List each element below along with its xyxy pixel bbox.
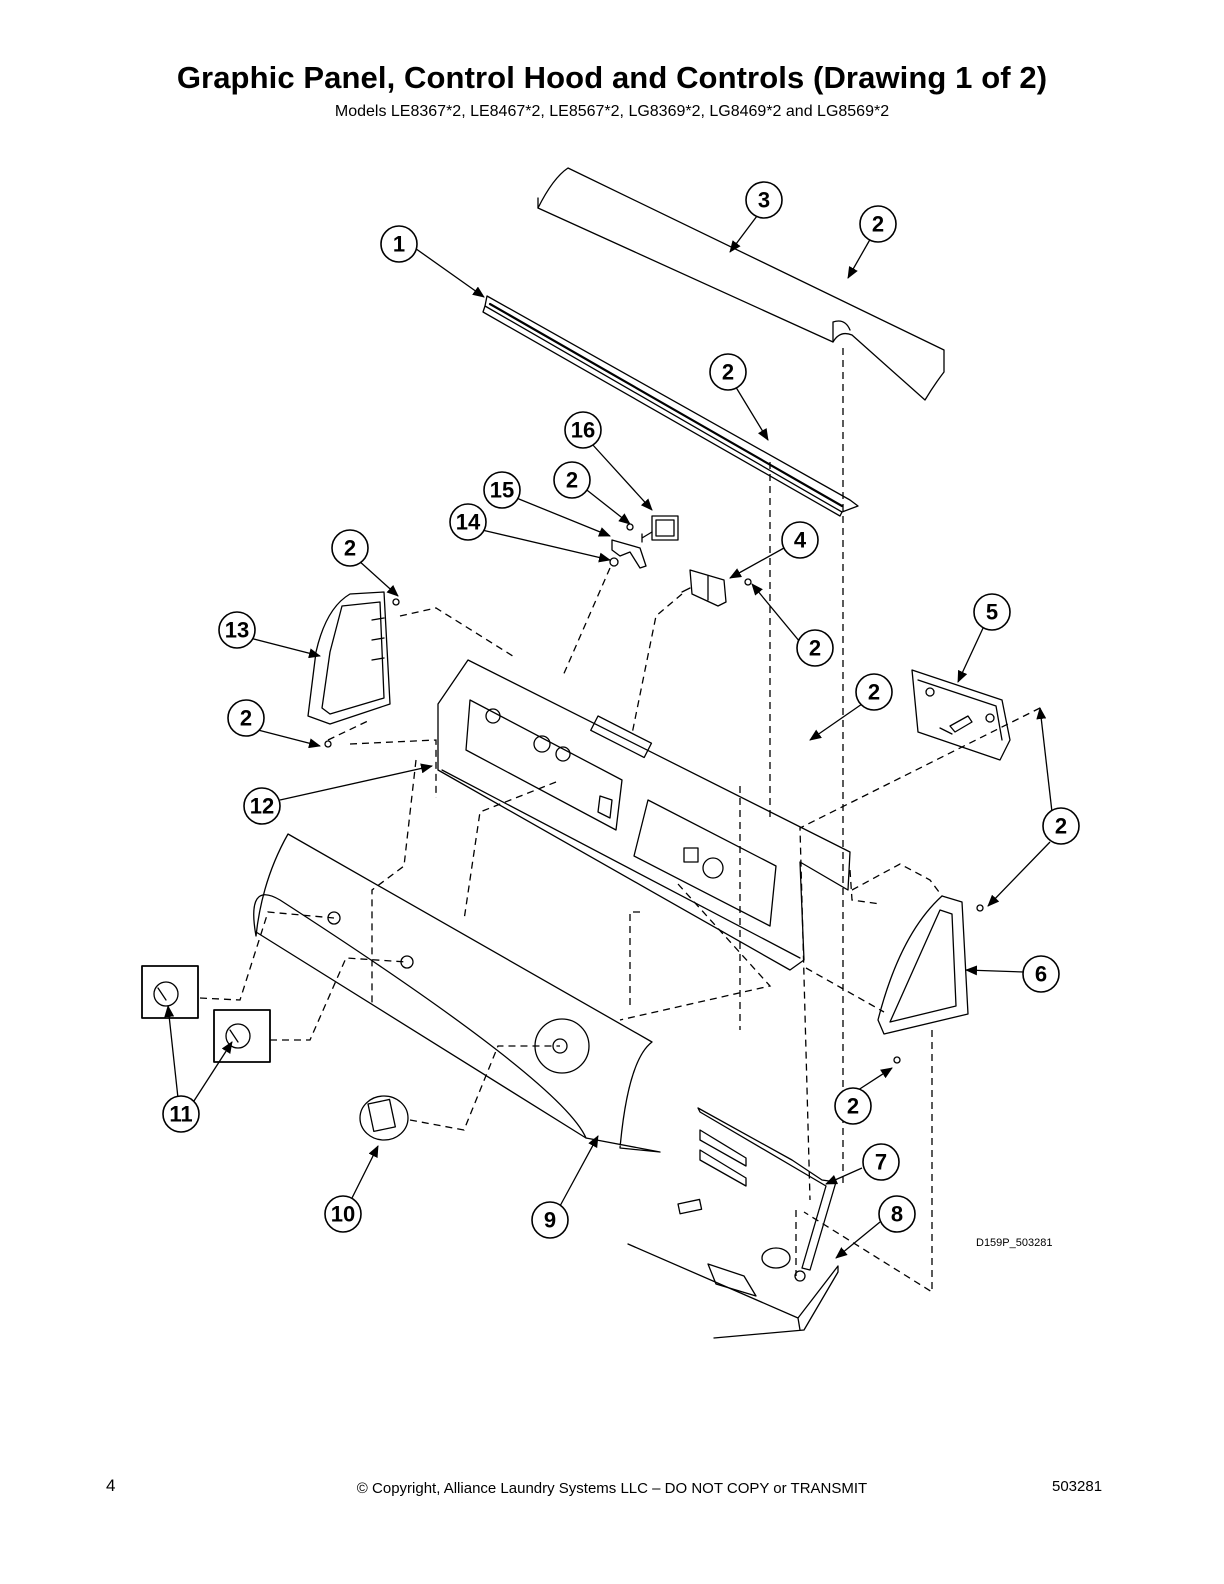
svg-text:14: 14: [456, 510, 481, 535]
knob-right: [213, 1009, 271, 1063]
callout-1: 1: [380, 225, 418, 263]
selector-switch: [641, 515, 679, 543]
left-end-cap: [307, 591, 391, 725]
svg-text:5: 5: [986, 600, 998, 625]
callout-13: 13: [218, 611, 256, 649]
cycle-knob: [359, 1095, 409, 1141]
console-panel: [437, 659, 851, 971]
hood-trim-strip: [484, 295, 859, 513]
svg-text:9: 9: [544, 1208, 556, 1233]
svg-text:10: 10: [331, 1202, 355, 1227]
svg-text:2: 2: [872, 212, 884, 237]
callout-2e: 2: [796, 629, 834, 667]
svg-text:7: 7: [875, 1150, 887, 1175]
callout-15: 15: [483, 471, 521, 509]
timer-module: [911, 669, 1011, 761]
svg-text:13: 13: [225, 618, 249, 643]
svg-text:1: 1: [393, 232, 405, 257]
page-subtitle: Models LE8367*2, LE8467*2, LE8567*2, LG8…: [334, 103, 890, 120]
svg-text:3: 3: [758, 188, 770, 213]
hex-nut: [609, 557, 619, 567]
hood-bracket: [677, 1107, 837, 1271]
svg-text:2: 2: [847, 1094, 859, 1119]
svg-text:2: 2: [809, 636, 821, 661]
drawing-code: D159P_503281: [976, 1237, 1053, 1249]
callout-2g: 2: [227, 699, 265, 737]
svg-text:8: 8: [891, 1202, 903, 1227]
callout-2i: 2: [834, 1087, 872, 1125]
callout-2d: 2: [331, 529, 369, 567]
page-number: 4: [106, 1476, 116, 1495]
svg-text:16: 16: [571, 418, 595, 443]
svg-text:6: 6: [1035, 962, 1047, 987]
callout-9: 9: [531, 1201, 569, 1239]
callout-2a: 2: [859, 205, 897, 243]
knob-left: [141, 965, 199, 1019]
callout-6: 6: [1022, 955, 1060, 993]
copyright-notice: © Copyright, Alliance Laundry Systems LL…: [356, 1480, 868, 1497]
svg-text:2: 2: [722, 360, 734, 385]
callout-11: 11: [162, 1095, 200, 1133]
callout-16: 16: [564, 411, 602, 449]
svg-text:12: 12: [250, 794, 274, 819]
graphic-panel: [253, 833, 661, 1153]
callout-7: 7: [862, 1143, 900, 1181]
callout-12: 12: [243, 787, 281, 825]
callout-2h: 2: [1042, 807, 1080, 845]
svg-text:11: 11: [169, 1102, 192, 1127]
document-number: 503281: [1052, 1478, 1103, 1495]
svg-text:2: 2: [1055, 814, 1067, 839]
svg-text:2: 2: [344, 536, 356, 561]
callout-2f: 2: [855, 673, 893, 711]
push-switch: [689, 569, 727, 607]
svg-text:2: 2: [868, 680, 880, 705]
svg-text:4: 4: [794, 528, 807, 553]
callout-5: 5: [973, 593, 1011, 631]
callout-8: 8: [878, 1195, 916, 1233]
control-hood-cover: [537, 167, 945, 401]
callout-14: 14: [449, 503, 487, 541]
svg-text:15: 15: [490, 478, 514, 503]
right-end-cap: [877, 895, 969, 1035]
callout-3: 3: [745, 181, 783, 219]
switch-bracket: [611, 539, 647, 569]
svg-text:2: 2: [240, 706, 252, 731]
svg-text:2: 2: [566, 468, 578, 493]
page-title: Graphic Panel, Control Hood and Controls…: [176, 60, 1048, 95]
callout-2c: 2: [553, 461, 591, 499]
callout-2b: 2: [709, 353, 747, 391]
callout-10: 10: [324, 1195, 362, 1233]
callout-4: 4: [781, 521, 819, 559]
top-deck: [627, 1243, 839, 1339]
